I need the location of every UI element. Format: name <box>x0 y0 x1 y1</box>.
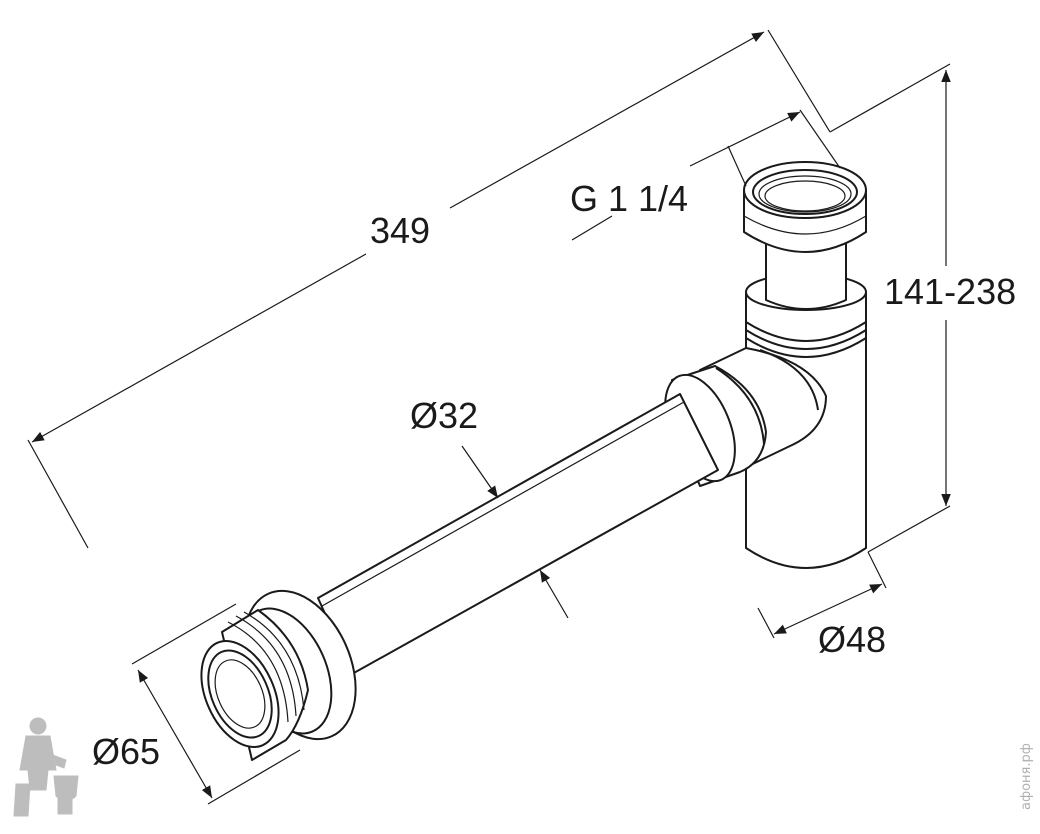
dimension-pipe-label: Ø32 <box>410 395 478 436</box>
dimension-pipe <box>461 445 569 619</box>
dimension-thread-label: G 1 1/4 <box>570 178 688 219</box>
dimension-body <box>757 551 887 639</box>
dimension-outlet-label: Ø65 <box>92 731 160 772</box>
dimension-outlet <box>131 603 301 805</box>
dimension-length-label: 349 <box>370 210 430 251</box>
inlet-nut <box>743 161 867 253</box>
watermark-text: афоня.рф <box>1019 743 1034 810</box>
dimension-349 <box>27 29 831 549</box>
dimension-thread <box>571 109 841 241</box>
plumber-logo-icon <box>13 717 79 817</box>
dimension-height <box>829 63 951 553</box>
horizontal-pipe <box>317 393 719 675</box>
dimension-body-label: Ø48 <box>818 619 886 660</box>
dimension-height-label: 141-238 <box>884 271 1016 312</box>
